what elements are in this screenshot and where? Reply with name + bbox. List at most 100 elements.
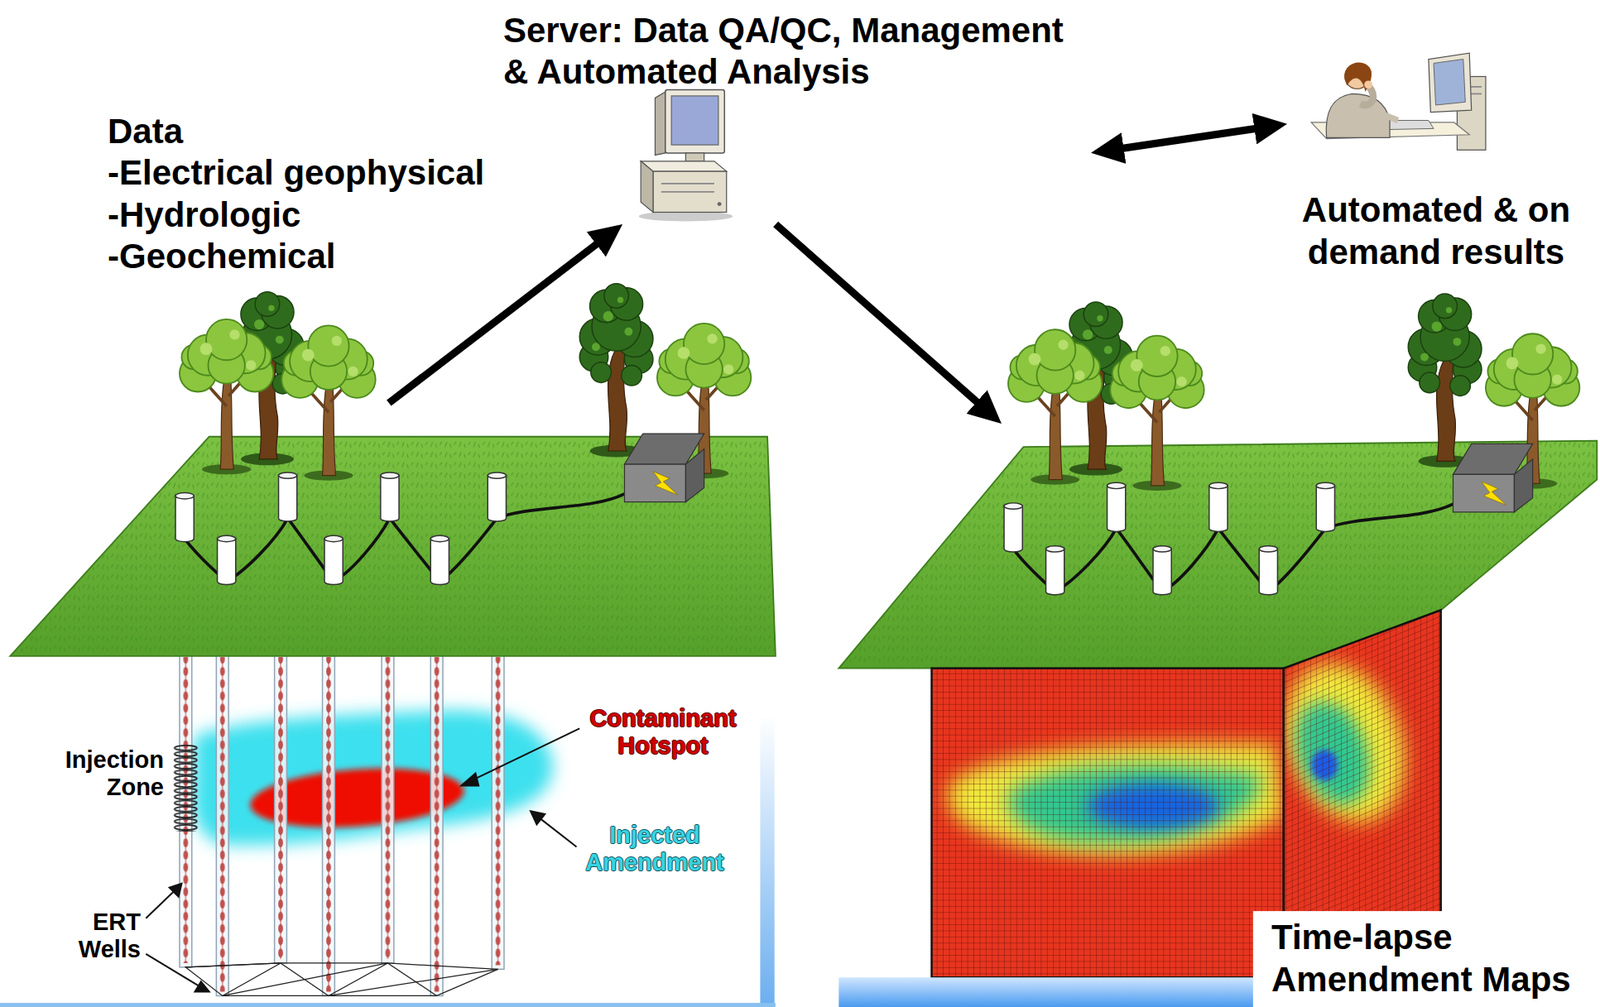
caption-ground [1253, 911, 1600, 1007]
panel-edge [759, 714, 774, 1007]
server-computer-icon [665, 90, 726, 154]
node-text: -Hydrologic [107, 194, 497, 236]
flow-arrow [389, 240, 602, 404]
leader-arrow [471, 728, 581, 781]
ert-well [325, 657, 332, 992]
server-computer-icon [661, 183, 715, 193]
server-computer-icon [640, 161, 654, 213]
ert-well [216, 653, 229, 996]
ert-well [491, 653, 505, 970]
ert-well [494, 657, 501, 966]
user-workstation-icon [1428, 52, 1472, 113]
amendment-map-cube [932, 668, 1284, 979]
well-network [185, 963, 498, 996]
text-group: Server: Data QA/QC, Management & Automat… [503, 9, 1083, 94]
surface-scene [579, 283, 654, 458]
ert-well [433, 657, 440, 992]
ert-well [381, 653, 394, 964]
surface-scene [175, 493, 194, 543]
ert-well [491, 653, 505, 970]
connector-group [389, 127, 1261, 406]
panel-edge [0, 1003, 776, 1007]
surface-scene [380, 472, 399, 522]
surface-scene [278, 472, 298, 522]
power-box [685, 449, 704, 503]
well-network [185, 963, 498, 996]
leader-arrow [194, 981, 209, 992]
surface-scene [430, 535, 449, 585]
ert-well [430, 653, 443, 996]
surface-scene [487, 472, 506, 522]
result-panel: Time-lapse Amendment Maps [1001, 418, 1596, 1005]
node-heading: Automated & on demand results [1295, 189, 1577, 274]
user-box: Automated & on demand results [1287, 48, 1586, 279]
leader-arrow [461, 773, 479, 787]
flow-arrow [1117, 127, 1262, 149]
user-workstation-icon [1311, 52, 1486, 150]
callout-label: Contaminant Hotspot [584, 705, 742, 761]
callout-label: Injection Zone [57, 746, 164, 803]
ground-surface [9, 437, 776, 657]
ert-well [277, 657, 284, 960]
injection-coil [173, 744, 199, 832]
ert-well [381, 653, 394, 964]
user-workstation-icon [1433, 59, 1466, 106]
flow-arrow [775, 224, 982, 407]
leader-arrow [145, 728, 580, 992]
amendment-map-cube [932, 668, 1284, 979]
server-computer-icon [639, 90, 733, 222]
node-text: -Geochemical [107, 235, 497, 278]
node-text: -Electrical geophysical [107, 152, 497, 194]
well-network [185, 963, 498, 996]
callout-label: Injected Amendment [579, 821, 731, 878]
server-computer-icon [717, 201, 722, 207]
user-workstation-icon [1364, 80, 1373, 89]
user-workstation-icon [1377, 112, 1399, 121]
cable [184, 494, 625, 582]
ert-well [219, 657, 226, 992]
server-computer-icon [640, 161, 727, 172]
injection-coil [173, 744, 199, 832]
leader-arrow [539, 818, 577, 848]
surface-scene [175, 283, 751, 586]
ert-well [430, 653, 443, 996]
power-box [624, 433, 704, 503]
amendment-map-cube [932, 668, 1284, 979]
leader-arrow [169, 884, 183, 898]
illustration [1004, 293, 1580, 596]
server-computer-icon [671, 96, 719, 145]
leader-arrow [145, 954, 200, 987]
callout-label: ERT Wells [72, 908, 141, 965]
ert-well [274, 653, 288, 964]
server-computer-icon [654, 91, 665, 155]
text-group: Automated & on demand results [1295, 189, 1577, 274]
ert-well [322, 653, 336, 996]
ert-well [179, 653, 505, 996]
leader-arrow [145, 890, 175, 918]
ground-surface [9, 437, 776, 657]
ert-well [384, 657, 391, 960]
text-group: Time-lapse Amendment Maps [1261, 913, 1596, 1005]
surface-scene [324, 535, 343, 585]
panel-edge [838, 977, 1255, 1007]
power-box [653, 471, 678, 495]
surface-scene [179, 319, 274, 475]
ert-well [216, 653, 229, 996]
power-box [624, 464, 686, 503]
leader-arrow [530, 811, 545, 825]
surface-scene [281, 325, 375, 481]
text-group: Data-Electrical geophysical-Hydrologic-G… [107, 110, 497, 279]
surface-scene [217, 535, 236, 585]
subsurface-section [145, 653, 580, 996]
ert-well [322, 653, 336, 996]
server-computer-icon [653, 171, 727, 212]
ert-well [274, 653, 288, 964]
node-heading: Time-lapse Amendment Maps [1271, 917, 1586, 1001]
node-heading: Server: Data QA/QC, Management & Automat… [503, 9, 1083, 94]
server-computer-icon [685, 153, 704, 162]
